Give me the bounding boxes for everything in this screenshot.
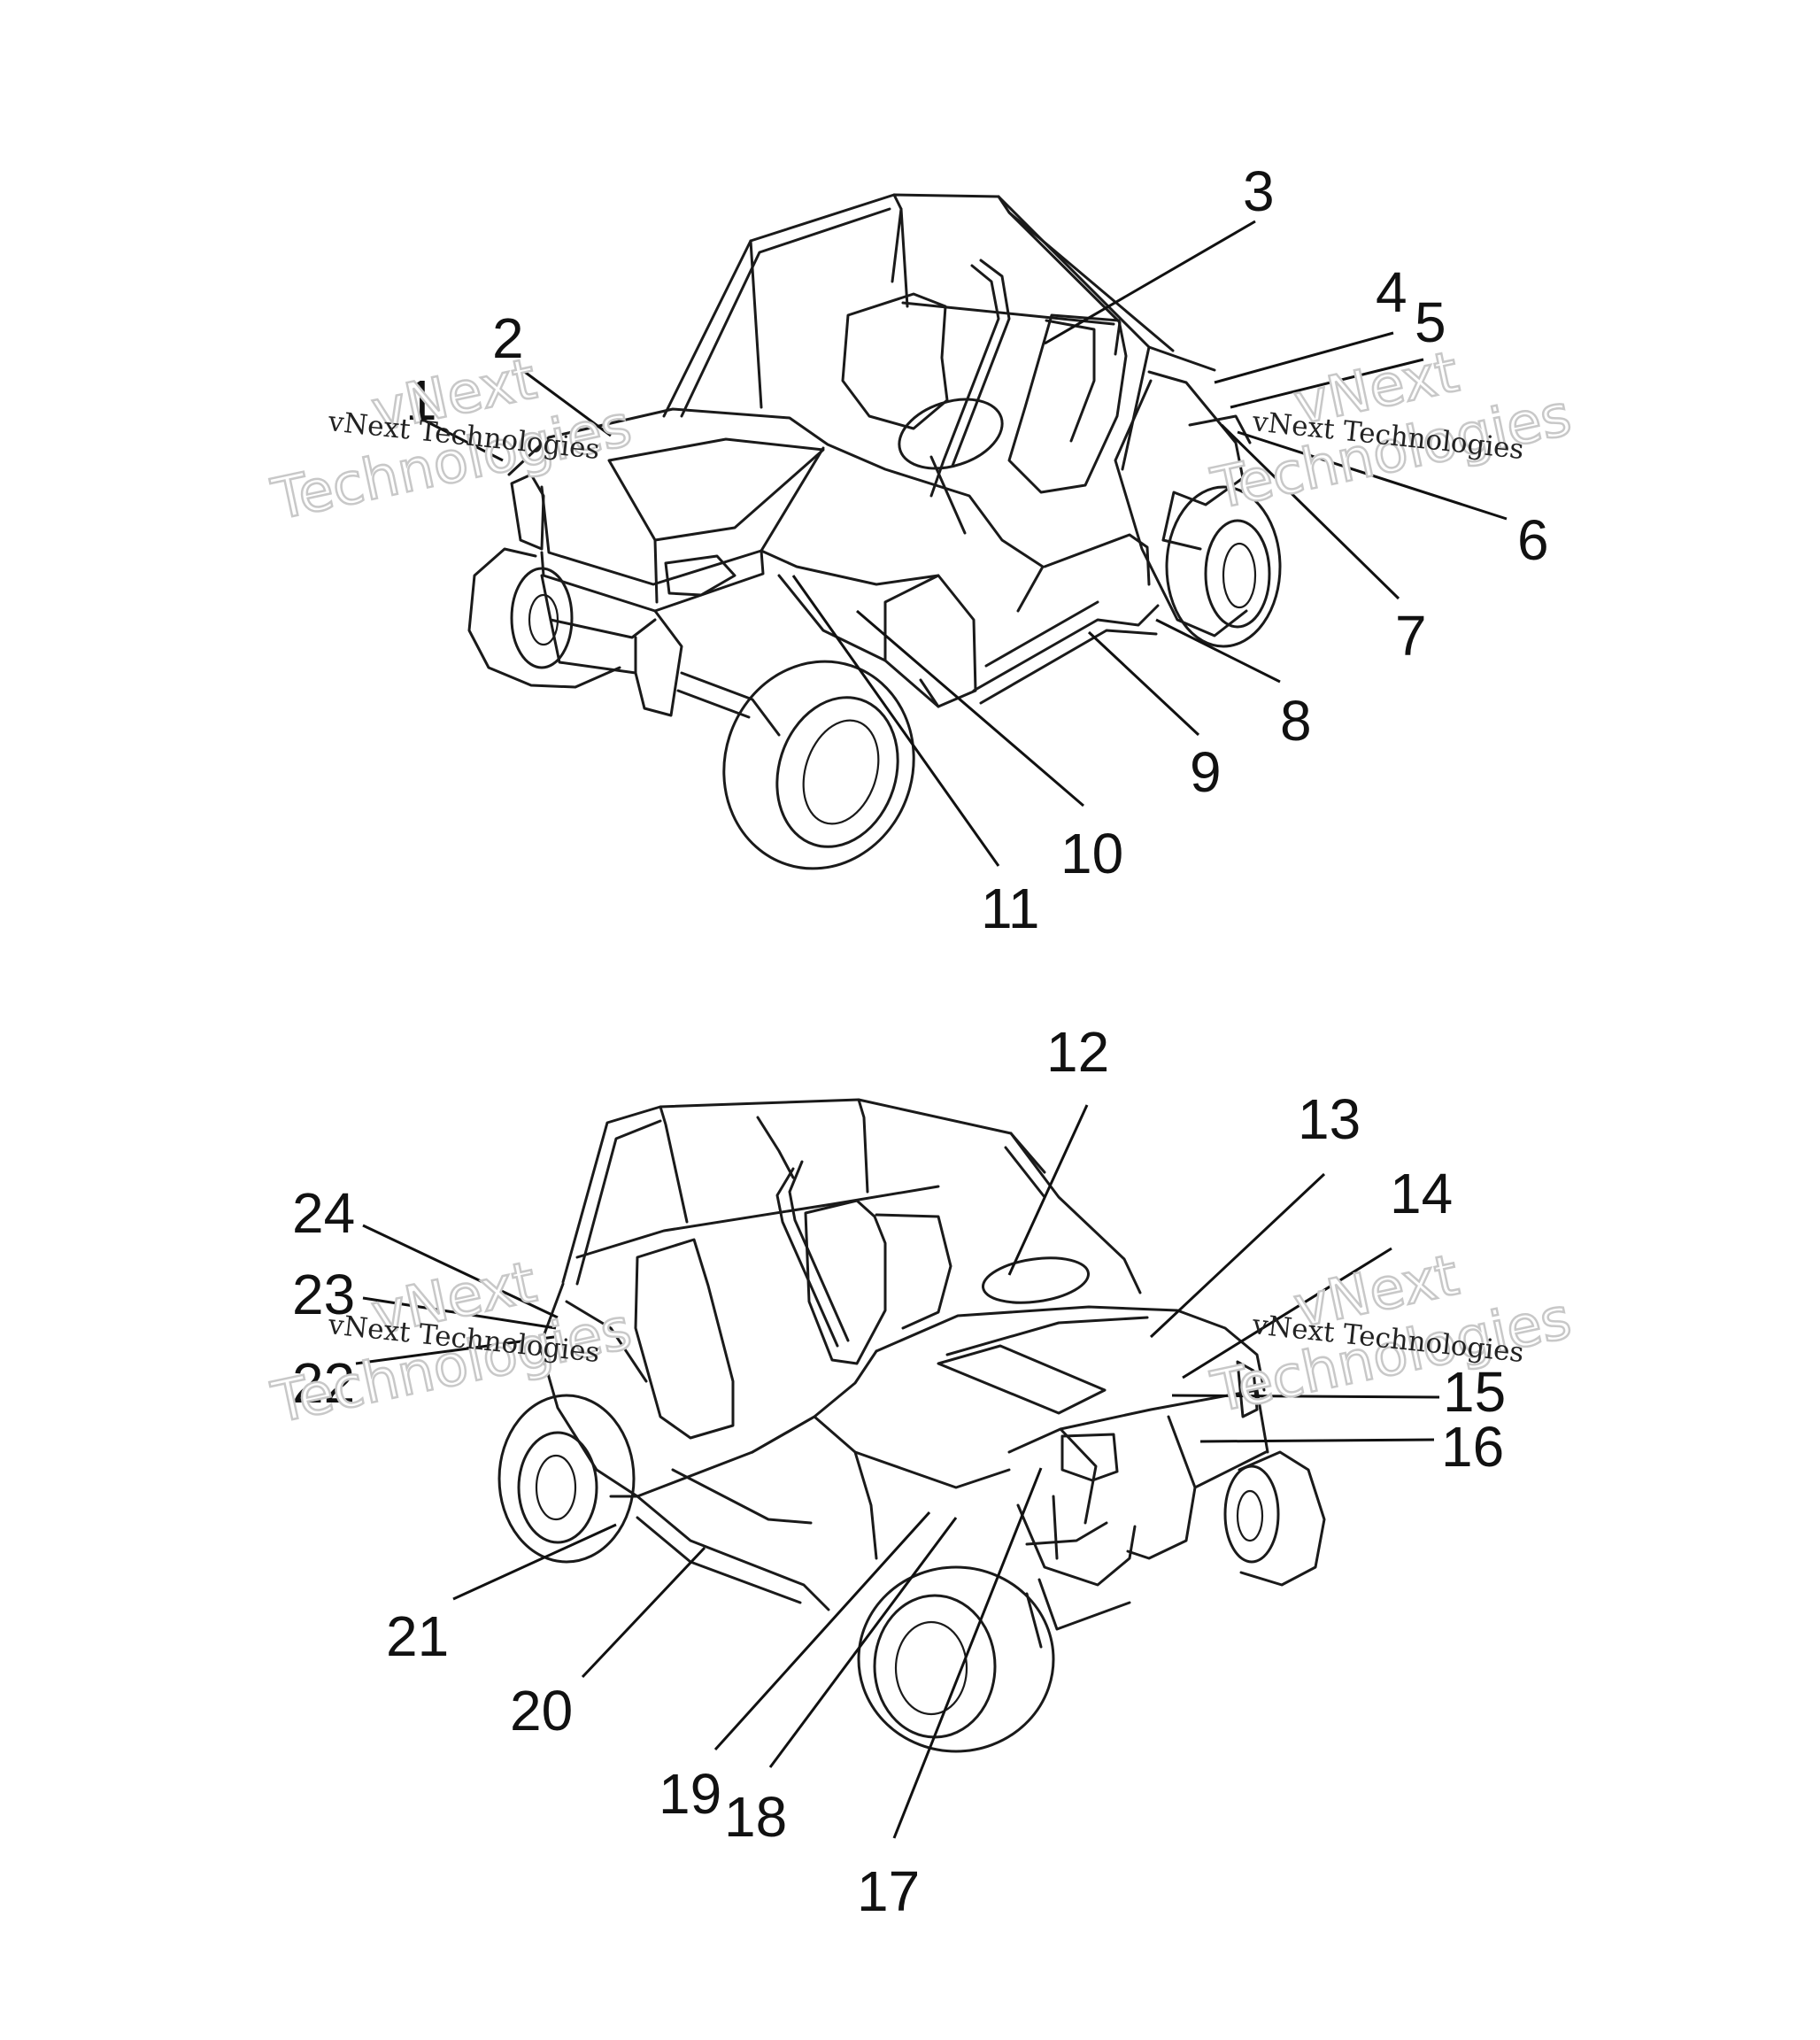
callout-7: 7 — [1395, 604, 1427, 668]
callout-24: 24 — [292, 1181, 355, 1245]
callout-12: 12 — [1046, 1020, 1109, 1084]
callout-11: 11 — [981, 877, 1039, 940]
callout-17: 17 — [857, 1859, 920, 1923]
callout-23: 23 — [292, 1263, 355, 1326]
callout-5: 5 — [1415, 290, 1446, 354]
callout-6: 6 — [1517, 508, 1549, 572]
callout-19: 19 — [659, 1762, 721, 1826]
callout-18: 18 — [724, 1785, 787, 1849]
callout-15: 15 — [1443, 1360, 1506, 1424]
callout-4: 4 — [1376, 260, 1407, 324]
callout-16: 16 — [1441, 1415, 1504, 1479]
vehicle-top-drawing — [467, 193, 1282, 870]
callout-21: 21 — [386, 1604, 449, 1668]
callout-22: 22 — [292, 1351, 355, 1415]
callout-numbers: 1 2 3 4 5 6 7 8 9 10 11 12 13 14 15 16 1… — [292, 159, 1549, 1923]
callout-1: 1 — [405, 368, 437, 432]
callout-10: 10 — [1060, 822, 1123, 885]
callout-3: 3 — [1243, 159, 1275, 223]
callout-2: 2 — [492, 306, 524, 370]
leader-lines — [355, 220, 1508, 1839]
callout-9: 9 — [1190, 740, 1222, 804]
callout-14: 14 — [1390, 1162, 1453, 1225]
callout-13: 13 — [1298, 1087, 1361, 1151]
callout-8: 8 — [1280, 689, 1312, 753]
vehicle-bottom-drawing — [497, 1098, 1326, 1753]
callout-20: 20 — [510, 1679, 573, 1742]
